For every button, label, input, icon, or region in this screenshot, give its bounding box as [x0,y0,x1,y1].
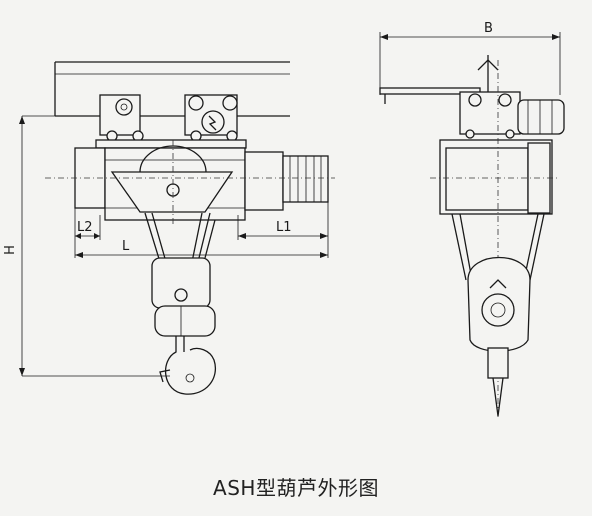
rope-and-hook [144,212,216,395]
dimension-h: H [3,115,170,377]
dimension-b: B [379,21,561,95]
dim-label-b: B [484,21,493,36]
front-view: H L L1 L2 [3,61,335,395]
dim-label-l: L [122,239,130,254]
dimension-l: L L1 L2 [74,202,329,258]
rail-beam [54,61,290,117]
side-rope-and-hook [451,213,545,417]
hoist-drum [45,140,335,225]
drawing-caption: ASH型葫芦外形图 [213,476,379,500]
dim-label-l1: L1 [276,220,292,235]
side-trolley [379,55,565,139]
trolley [95,94,247,149]
side-view: B [379,21,565,420]
dim-label-l2: L2 [77,220,93,235]
dim-label-h: H [3,245,18,255]
